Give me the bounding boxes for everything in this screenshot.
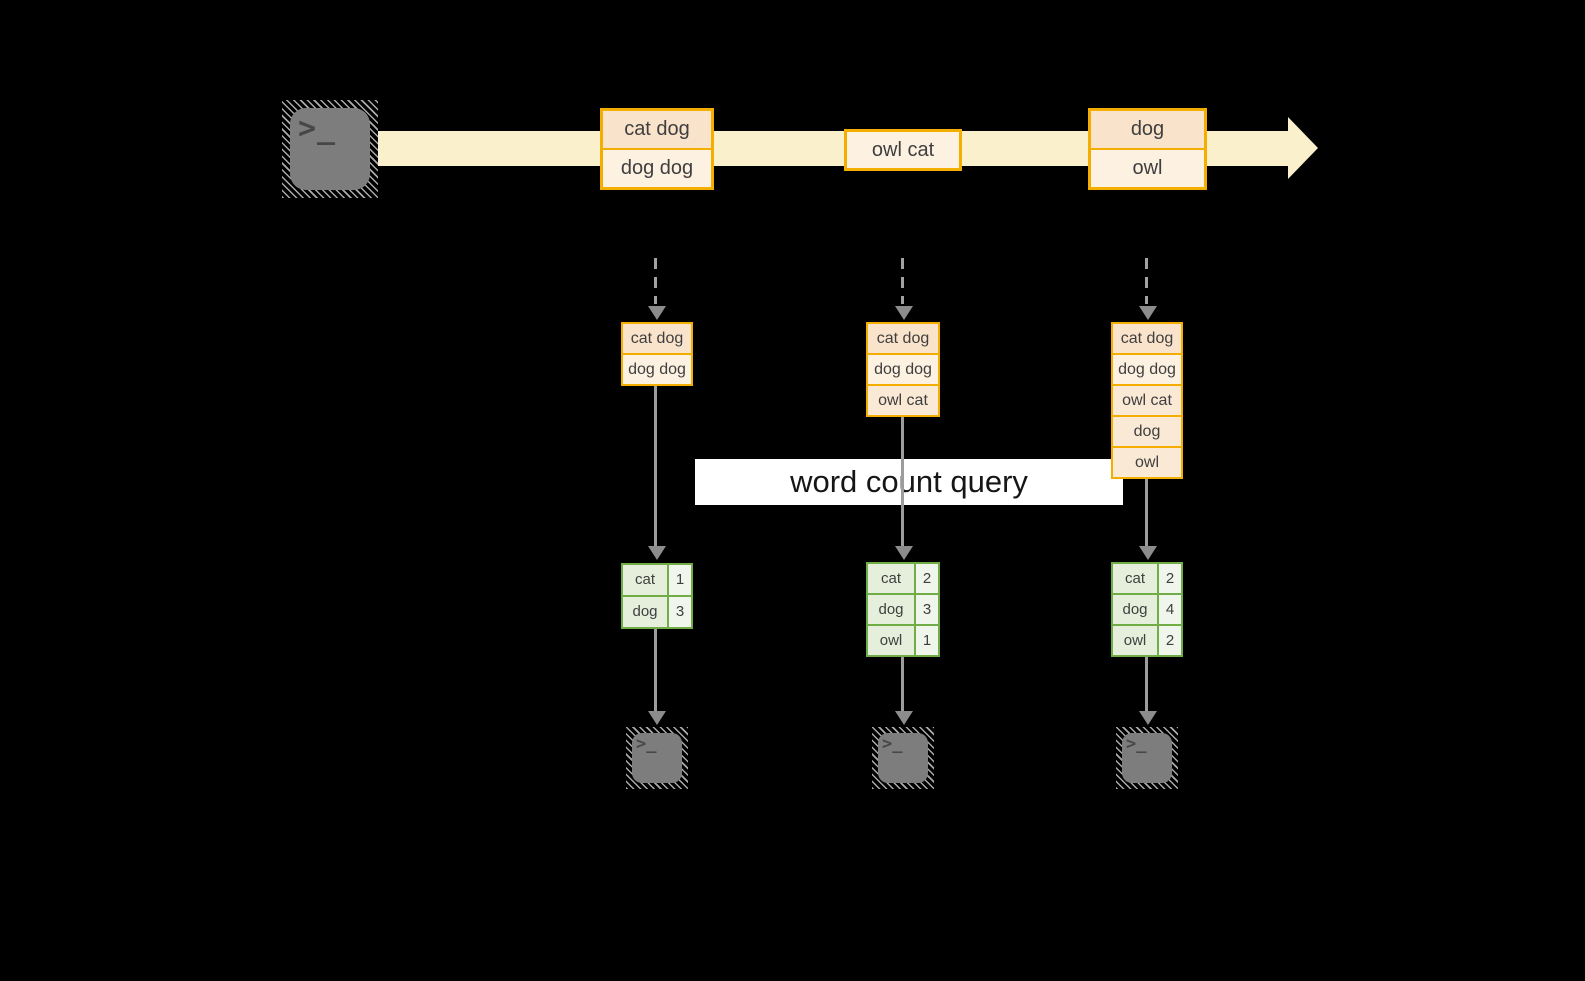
flow-arrowhead-icon: [895, 546, 913, 560]
ingest-arrowhead-icon: [895, 306, 913, 320]
flow-arrowhead-icon: [1139, 546, 1157, 560]
buffer-stack-3: cat dog dog dog owl cat dog owl: [1111, 322, 1183, 479]
buffer-row: cat dog: [1113, 324, 1181, 353]
message-row: dog: [1091, 111, 1204, 148]
count-cell: 1: [916, 626, 938, 655]
flow-line: [901, 417, 904, 546]
buffer-row: dog dog: [1113, 353, 1181, 384]
flow-arrowhead-icon: [1139, 711, 1157, 725]
flow-arrowhead-icon: [895, 711, 913, 725]
terminal-prompt-icon: >_: [882, 734, 903, 754]
word-cell: dog: [1113, 595, 1157, 624]
consumer-terminal-icon: >_: [1116, 727, 1178, 789]
word-count-table-3: cat 2 dog 4 owl 2: [1111, 562, 1183, 657]
stream-message-box-1: cat dog dog dog: [600, 108, 714, 190]
flow-arrowhead-icon: [648, 711, 666, 725]
count-cell: 2: [1159, 564, 1181, 593]
consumer-terminal-icon: >_: [626, 727, 688, 789]
word-cell: dog: [868, 595, 914, 624]
terminal-prompt-icon: >_: [1126, 734, 1147, 754]
buffer-row: dog dog: [868, 353, 938, 384]
ingest-arrowhead-icon: [648, 306, 666, 320]
terminal-prompt-icon: >_: [636, 734, 657, 754]
count-cell: 1: [669, 565, 691, 595]
word-count-table-1: cat 1 dog 3: [621, 563, 693, 629]
flow-line: [1145, 479, 1148, 546]
terminal-body: [290, 108, 370, 190]
ingest-arrow: [901, 258, 904, 304]
count-cell: 3: [669, 597, 691, 627]
buffer-row: cat dog: [868, 324, 938, 353]
source-terminal-icon: >_: [282, 100, 378, 198]
buffer-stack-1: cat dog dog dog: [621, 322, 693, 386]
word-cell: owl: [1113, 626, 1157, 655]
terminal-body: [1122, 733, 1172, 783]
buffer-row: cat dog: [623, 324, 691, 353]
buffer-row: dog: [1113, 415, 1181, 446]
buffer-row: owl cat: [1113, 384, 1181, 415]
terminal-prompt-icon: >_: [298, 111, 337, 146]
flow-line: [1145, 657, 1148, 711]
ingest-arrow: [654, 258, 657, 304]
word-count-table-2: cat 2 dog 3 owl 1: [866, 562, 940, 657]
flow-line: [901, 657, 904, 711]
terminal-body: [878, 733, 928, 783]
ingest-arrow: [1145, 258, 1148, 304]
stream-message-box-2: owl cat: [844, 129, 962, 171]
buffer-row: owl: [1113, 446, 1181, 477]
stream-message-box-3: dog owl: [1088, 108, 1207, 190]
ingest-arrowhead-icon: [1139, 306, 1157, 320]
count-cell: 2: [916, 564, 938, 593]
flow-line: [654, 386, 657, 546]
count-cell: 3: [916, 595, 938, 624]
terminal-body: [632, 733, 682, 783]
word-cell: cat: [623, 565, 667, 595]
word-cell: cat: [1113, 564, 1157, 593]
message-row: dog dog: [603, 148, 711, 187]
message-row: owl: [1091, 148, 1204, 187]
word-cell: owl: [868, 626, 914, 655]
flow-arrowhead-icon: [648, 546, 666, 560]
word-cell: dog: [623, 597, 667, 627]
query-label: word count query: [695, 459, 1123, 505]
buffer-row: dog dog: [623, 353, 691, 384]
flow-line: [654, 629, 657, 711]
buffer-row: owl cat: [868, 384, 938, 415]
message-row: owl cat: [847, 132, 959, 168]
count-cell: 4: [1159, 595, 1181, 624]
word-cell: cat: [868, 564, 914, 593]
buffer-stack-2: cat dog dog dog owl cat: [866, 322, 940, 417]
consumer-terminal-icon: >_: [872, 727, 934, 789]
message-row: cat dog: [603, 111, 711, 148]
stream-arrowhead-icon: [1288, 117, 1318, 179]
count-cell: 2: [1159, 626, 1181, 655]
